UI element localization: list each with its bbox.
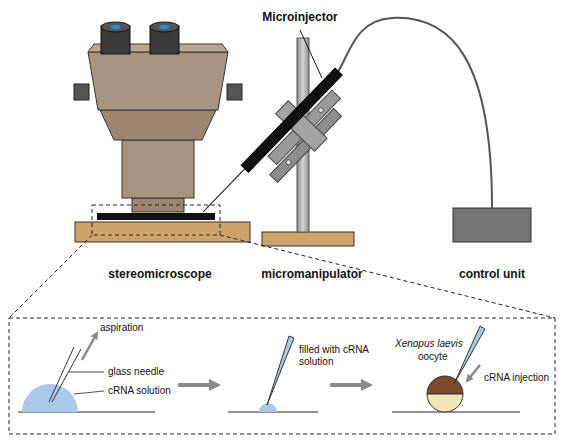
part-label: Microinjector <box>262 11 337 25</box>
microinjector-drawing-part <box>203 169 245 212</box>
step-label: glass needle <box>108 366 164 378</box>
step-aspiration-part <box>22 384 78 412</box>
stereomicroscope-drawing-part <box>160 25 170 29</box>
stereomicroscope-drawing-part <box>101 22 130 32</box>
stereomicroscope-drawing-part <box>97 213 215 220</box>
step-label: cRNA solution <box>108 385 171 397</box>
step-aspiration-part <box>69 372 104 373</box>
zoom-frame-part <box>9 235 92 318</box>
step-injection-part <box>427 376 463 394</box>
step-aspiration <box>22 333 104 412</box>
step-label: filled with cRNA solution <box>299 344 369 367</box>
step-label: cRNA injection <box>484 372 549 384</box>
zoom-frame-part <box>9 318 555 434</box>
stereomicroscope-drawing-part <box>88 52 228 110</box>
stereomicroscope-drawing-part <box>75 222 250 242</box>
microinjector-drawing-part <box>317 107 324 114</box>
baseline-part <box>392 412 520 413</box>
step-filled-part <box>267 336 294 405</box>
part-label: stereomicroscope <box>108 268 211 282</box>
cable <box>338 18 492 208</box>
step-injection-part <box>454 326 485 384</box>
control-unit-box <box>453 208 531 242</box>
step-aspiration-part <box>74 391 104 394</box>
leader-line <box>300 30 322 78</box>
microinjector-drawing-part <box>241 68 342 172</box>
step-injection-part <box>467 365 480 381</box>
step-aspiration-part <box>82 333 97 360</box>
stereomicroscope-drawing-part <box>100 110 216 140</box>
step-label: aspiration <box>100 322 143 334</box>
micromanipulator-drawing-part <box>262 232 354 246</box>
microinjector-drawing-part <box>285 159 292 166</box>
stereomicroscope-drawing-part <box>150 22 179 32</box>
stereomicroscope-drawing-part <box>111 25 121 29</box>
microinjector-drawing <box>192 61 366 239</box>
part-label: micromanipulator <box>261 268 362 282</box>
stereomicroscope-drawing-part <box>227 84 242 100</box>
species-label: Xenopus laevis <box>395 338 463 350</box>
part-label: control unit <box>459 268 525 282</box>
stereomicroscope-drawing-part <box>74 84 89 100</box>
step-label: oocyte <box>418 351 447 363</box>
step-arrow <box>178 383 218 387</box>
step-injection-part <box>427 394 463 412</box>
step-arrow <box>330 383 370 387</box>
step-filled-part <box>259 403 277 412</box>
zoom-frame-part <box>220 235 555 318</box>
step-filled <box>259 336 294 412</box>
stereomicroscope-drawing <box>74 22 250 242</box>
zoom-frame <box>9 205 555 434</box>
stereomicroscope-drawing-part <box>122 140 194 198</box>
zoom-frame-part <box>92 205 220 235</box>
step-aspiration-part <box>49 347 74 402</box>
